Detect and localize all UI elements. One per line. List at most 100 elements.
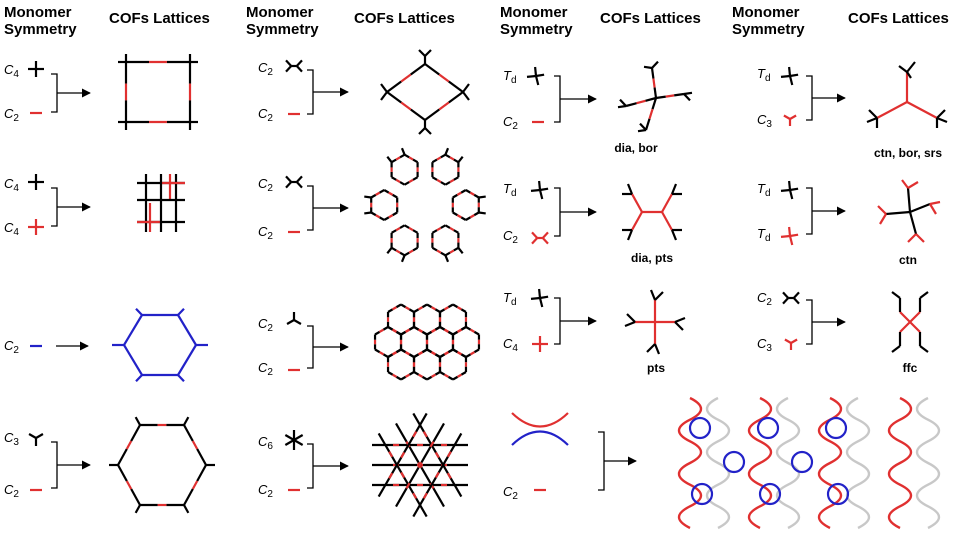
bracket-arrow (554, 297, 597, 345)
sym-label: C4 (4, 176, 19, 194)
woven-framework (677, 396, 941, 530)
bond-line (421, 348, 428, 354)
bond-line (456, 351, 462, 356)
bond-line (117, 464, 128, 482)
bracket-arrow (806, 299, 846, 345)
h-monomer (531, 231, 549, 245)
bond-line (782, 291, 790, 299)
bond-line (177, 307, 185, 316)
bond-line (405, 328, 411, 333)
bond-line (364, 195, 372, 199)
bond-line (783, 114, 791, 120)
bond-line (399, 153, 406, 159)
bond-line (400, 101, 412, 111)
bond-line (391, 158, 397, 164)
bond-line (626, 313, 636, 323)
strand (887, 396, 913, 530)
bond-line (788, 180, 792, 191)
sym-label: C2 (4, 482, 19, 500)
bond-line (421, 303, 428, 309)
bracket (51, 187, 58, 227)
bond-line (395, 375, 402, 381)
bond-line (452, 303, 459, 309)
bond-line (395, 348, 402, 354)
sym-label: Td (757, 226, 771, 244)
sym-label: C3 (757, 336, 772, 354)
bracket-arrow (51, 441, 91, 489)
bond-line (625, 102, 637, 108)
bond-line (395, 330, 402, 336)
bond-line (790, 338, 798, 344)
bond-line (473, 330, 480, 336)
knot-ring (790, 450, 814, 474)
bond-line (460, 308, 467, 313)
bond-line (424, 63, 440, 76)
bracket (554, 297, 561, 345)
bond-line (617, 104, 627, 109)
bond-line (636, 99, 646, 105)
bond-line (434, 308, 441, 313)
bond-line (387, 326, 394, 331)
bracket-arrow (806, 187, 846, 235)
bond-line (177, 314, 197, 346)
bond-line (405, 351, 411, 356)
bond-line (391, 246, 397, 252)
bond-line (404, 153, 410, 159)
bond-line (780, 234, 791, 238)
bracket (806, 299, 813, 345)
bond-line (380, 91, 388, 101)
bond-line (449, 178, 455, 183)
topology-label: ffc (903, 361, 918, 375)
bond-line (395, 303, 402, 309)
bond-line (285, 175, 293, 183)
knot-ring (756, 416, 780, 440)
bond-line (382, 353, 389, 358)
bond-line (643, 65, 653, 70)
strand (677, 396, 703, 530)
bond-line (418, 306, 424, 311)
dia-lattice (617, 60, 693, 133)
tripod-monomer (784, 338, 798, 350)
sym-label: C2 (503, 484, 518, 502)
bond-line (183, 488, 194, 506)
bond-line (457, 247, 464, 255)
brackets-and-arrows (51, 69, 846, 491)
bond-line (410, 63, 426, 76)
bond-line (408, 326, 415, 331)
bond-line (539, 187, 549, 192)
bond-line (788, 235, 794, 246)
bond-line (530, 188, 541, 192)
header-monomer-line2: Symmetry (732, 21, 805, 38)
bond-line (434, 353, 441, 358)
interwoven-monomer (511, 412, 569, 446)
bond-line (383, 189, 390, 194)
bond-line (456, 373, 462, 378)
bond-line (380, 83, 388, 93)
bond-line (123, 314, 143, 346)
bond-line (424, 127, 432, 135)
bond-line (469, 214, 475, 219)
bond-line (412, 431, 418, 438)
bond-line (653, 87, 658, 99)
knot-ring (758, 482, 782, 506)
sym-label: Td (757, 66, 771, 84)
bond-line (526, 74, 537, 78)
topology-label: ctn, bor, srs (874, 146, 942, 160)
bond-line (295, 59, 303, 67)
strand (845, 396, 871, 530)
bond-line (906, 187, 912, 213)
bracket (598, 431, 605, 491)
bond-line (531, 231, 539, 239)
arc (511, 412, 569, 428)
bond-line (295, 181, 303, 189)
bond-line (418, 351, 424, 356)
bond-line (915, 233, 925, 243)
bond-line (191, 440, 199, 450)
bond-line (177, 344, 197, 376)
bond-line (465, 189, 471, 194)
bracket-arrow (307, 69, 349, 115)
bond-line (400, 330, 407, 336)
bond-line (674, 321, 684, 331)
bond-line (183, 424, 194, 442)
bond-line (183, 416, 190, 426)
